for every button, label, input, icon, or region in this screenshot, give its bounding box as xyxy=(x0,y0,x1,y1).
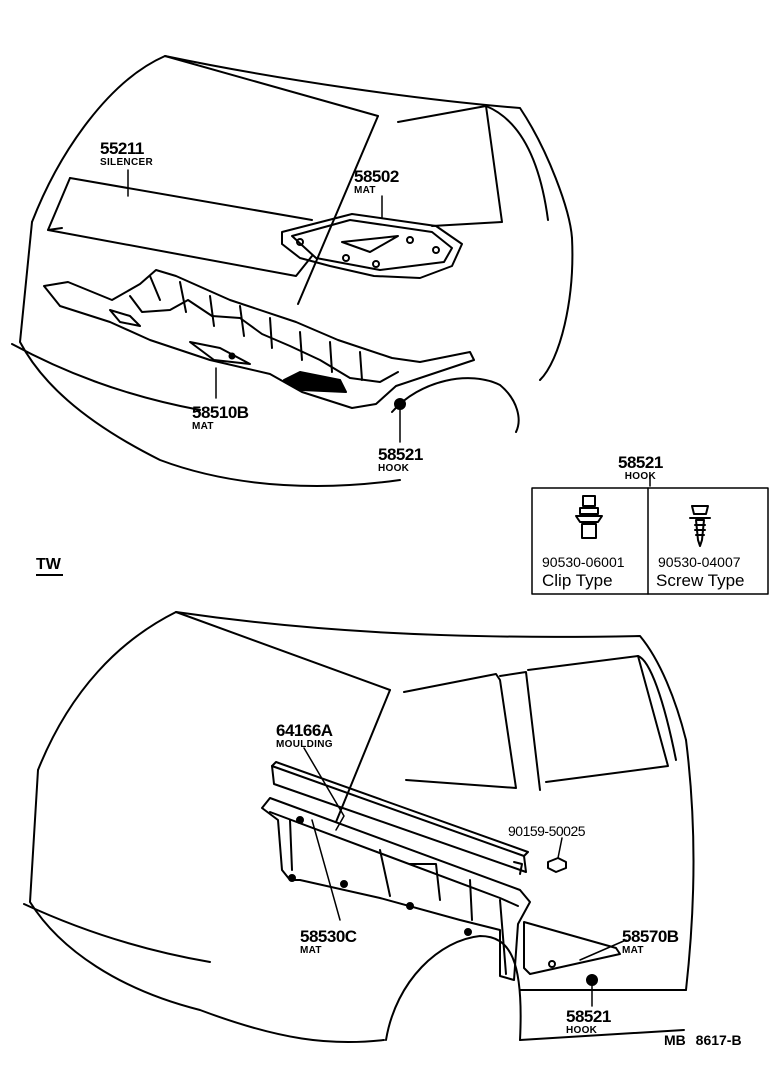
mat-58510B xyxy=(43,269,475,409)
part-name: SILENCER xyxy=(100,157,153,168)
section-label: TW xyxy=(36,556,63,576)
lower-leader-lines xyxy=(303,747,627,1007)
part-label-58510B: 58510B MAT xyxy=(192,404,249,432)
part-number: 55211 xyxy=(100,139,144,158)
hook-58521-upper xyxy=(394,398,406,410)
part-label-64166A: 64166A MOULDING xyxy=(276,722,333,750)
screw-part-number: 90530-04007 xyxy=(658,554,741,570)
hook-detail-box xyxy=(531,475,769,595)
part-label-90159-50025: 90159-50025 xyxy=(508,823,586,839)
part-number: 58530C xyxy=(300,927,357,946)
part-number: 58510B xyxy=(192,403,249,422)
clip-part-number: 90530-06001 xyxy=(542,554,625,570)
mat-58502 xyxy=(281,213,463,279)
part-name: MOULDING xyxy=(276,739,333,750)
part-number: 90159-50025 xyxy=(508,823,586,839)
part-number: 64166A xyxy=(276,721,333,740)
part-number: 58521 xyxy=(378,445,423,464)
part-name: MAT xyxy=(622,945,644,956)
part-label-55211: 55211 SILENCER xyxy=(100,140,153,168)
part-number: 58521 xyxy=(566,1007,611,1026)
clip-fastener-icon xyxy=(575,495,603,539)
part-label-58502: 58502 MAT xyxy=(354,168,399,196)
mat-58530C xyxy=(261,797,531,981)
screw-type-label: Screw Type xyxy=(656,571,745,590)
hook-58521-lower xyxy=(586,974,598,986)
part-name: MAT xyxy=(300,945,322,956)
part-label-58570B: 58570B MAT xyxy=(622,928,679,956)
part-number: 58521 xyxy=(618,453,663,472)
silencer-55211 xyxy=(47,177,313,277)
moulding-64166A xyxy=(271,761,529,875)
part-name: HOOK xyxy=(624,471,656,482)
upper-leader-lines xyxy=(127,169,401,443)
part-label-58521-upper: 58521 HOOK xyxy=(378,446,423,474)
screw-fastener-icon xyxy=(689,505,711,547)
part-name: HOOK xyxy=(378,463,410,474)
lower-vehicle-body xyxy=(23,611,695,1044)
part-name: MAT xyxy=(354,185,376,196)
hook-detail-header: 58521 HOOK xyxy=(618,454,663,482)
part-name: HOOK xyxy=(566,1025,598,1036)
clip-type-label: Clip Type xyxy=(542,571,613,590)
part-number: 58502 xyxy=(354,167,399,186)
part-label-58530C: 58530C MAT xyxy=(300,928,357,956)
upper-vehicle-body xyxy=(11,55,574,487)
diagram-reference: MB 8617-B xyxy=(664,1032,742,1048)
part-name: MAT xyxy=(192,421,214,432)
part-label-58521-lower: 58521 HOOK xyxy=(566,1008,611,1036)
mat-58570B xyxy=(523,921,621,975)
bolt-90159-50025 xyxy=(547,857,567,873)
part-number: 58570B xyxy=(622,927,679,946)
